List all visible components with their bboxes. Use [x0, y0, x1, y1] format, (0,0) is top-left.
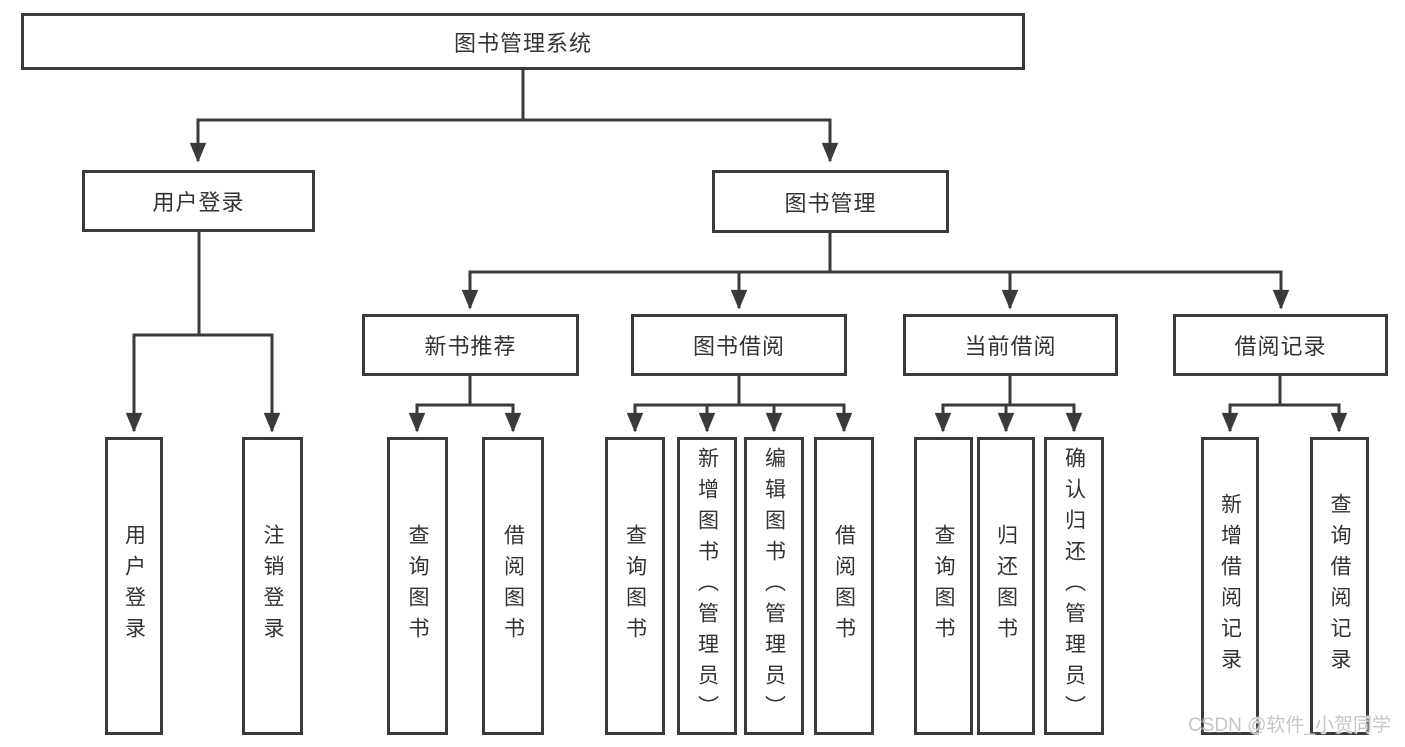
- node-cb-confirm-return-admin: 确认归还（管理员）: [1044, 437, 1104, 735]
- node-cb-return-books: 归还图书: [977, 437, 1035, 735]
- node-br-query-record: 查询借阅记录: [1310, 437, 1369, 735]
- node-bb-borrow-books-label: 借阅图书: [832, 524, 856, 648]
- edge-br-bar: [1221, 403, 1348, 433]
- node-borrow-records: 借阅记录: [1173, 314, 1388, 376]
- node-system-root-label: 图书管理系统: [453, 30, 592, 56]
- node-cb-query-books-label: 查询图书: [932, 524, 955, 648]
- node-bb-add-books-admin-label: 新增图书（管理员）: [695, 446, 719, 726]
- node-borrow-records-label: 借阅记录: [1234, 334, 1327, 359]
- node-user-login: 用户登录: [82, 170, 315, 232]
- node-leaf-user-login: 用户登录: [105, 437, 163, 735]
- csdn-watermark: CSDN @软件_小贺同学: [1188, 715, 1391, 736]
- node-leaf-logout-label: 注销登录: [261, 524, 284, 648]
- edge-level3-bar: [461, 270, 1290, 310]
- edge-bb-bar: [626, 403, 853, 433]
- node-br-add-record: 新增借阅记录: [1201, 437, 1259, 735]
- edge-nbr-bar: [408, 403, 522, 433]
- node-bb-edit-books-admin: 编辑图书（管理员）: [744, 437, 804, 735]
- node-bb-query-books-label: 查询图书: [623, 524, 647, 648]
- node-current-borrow: 当前借阅: [903, 314, 1118, 376]
- edge-level2-bar: [189, 118, 839, 163]
- node-bb-borrow-books: 借阅图书: [814, 437, 874, 735]
- node-leaf-logout: 注销登录: [242, 437, 303, 735]
- node-br-add-record-label: 新增借阅记录: [1218, 493, 1242, 679]
- node-bb-edit-books-admin-label: 编辑图书（管理员）: [762, 446, 786, 726]
- node-current-borrow-label: 当前借阅: [964, 334, 1057, 359]
- node-nbr-query-books: 查询图书: [387, 437, 448, 735]
- edge-userlogin-bar: [125, 333, 281, 433]
- node-nbr-query-books-label: 查询图书: [406, 524, 429, 648]
- node-nbr-borrow-books: 借阅图书: [482, 437, 544, 735]
- node-book-management-label: 图书管理: [784, 190, 877, 216]
- node-bb-query-books: 查询图书: [605, 437, 665, 735]
- node-cb-query-books: 查询图书: [914, 437, 973, 735]
- node-book-borrow: 图书借阅: [631, 314, 847, 376]
- node-system-root: 图书管理系统: [21, 13, 1025, 70]
- node-book-management: 图书管理: [712, 170, 949, 233]
- node-br-query-record-label: 查询借阅记录: [1328, 493, 1351, 679]
- node-new-book-recommend-label: 新书推荐: [424, 334, 517, 359]
- node-user-login-label: 用户登录: [152, 190, 245, 215]
- node-new-book-recommend: 新书推荐: [362, 314, 579, 376]
- node-nbr-borrow-books-label: 借阅图书: [501, 524, 525, 648]
- edge-cb-bar: [934, 403, 1083, 433]
- node-bb-add-books-admin: 新增图书（管理员）: [677, 437, 737, 735]
- node-book-borrow-label: 图书借阅: [692, 334, 785, 359]
- node-leaf-user-login-label: 用户登录: [122, 524, 146, 648]
- node-cb-return-books-label: 归还图书: [994, 524, 1018, 648]
- node-cb-confirm-return-admin-label: 确认归还（管理员）: [1062, 446, 1086, 726]
